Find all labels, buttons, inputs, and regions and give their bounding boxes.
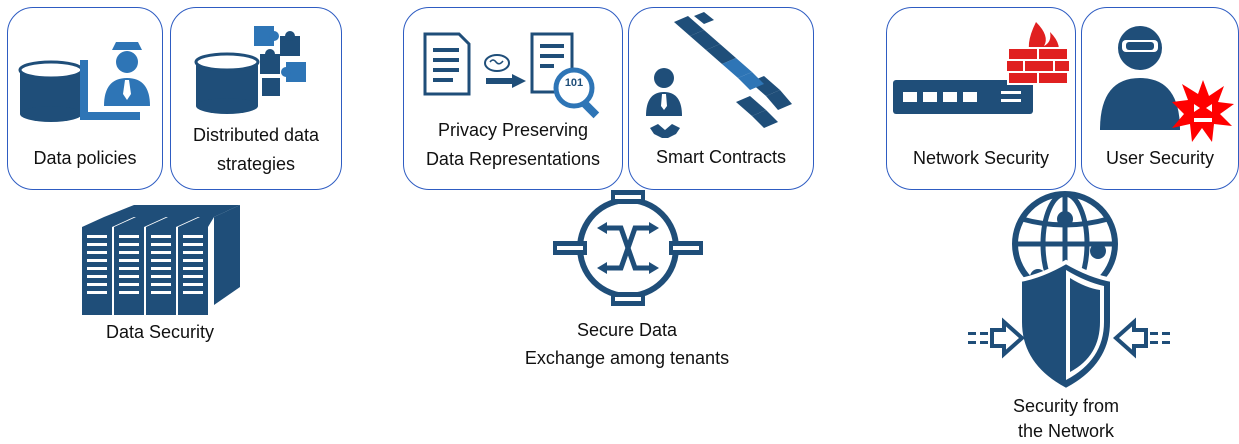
firewall-icon — [1005, 18, 1072, 88]
database-icon — [18, 60, 84, 122]
magnifier-badge: 101 — [564, 77, 584, 89]
hacker-icon — [1098, 22, 1188, 132]
network-exchange-icon — [553, 188, 703, 308]
shield-icon — [1018, 259, 1114, 393]
alert-burst-icon — [1172, 80, 1234, 142]
database-icon — [194, 52, 260, 114]
arrow-right-icon — [486, 74, 526, 88]
group-label-data-security: Data Security — [105, 322, 215, 342]
brain-icon — [484, 54, 510, 72]
switch-icon — [893, 80, 1033, 114]
card-label-distributed-line1: Distributed data — [192, 125, 320, 145]
blockchain-icon — [664, 12, 794, 132]
document-icon — [423, 32, 471, 96]
card-label-privacy-line1: Privacy Preserving — [437, 120, 589, 140]
person-icon — [644, 66, 684, 118]
puzzle-icon — [240, 22, 316, 98]
magnifier-icon — [528, 32, 602, 119]
arrow-in-icon — [1112, 317, 1170, 359]
card-label-privacy-line2: Data Representations — [425, 149, 601, 169]
handshake-icon — [650, 122, 680, 140]
group-label-exchange-line2: Exchange among tenants — [524, 348, 730, 368]
server-rack-icon — [78, 205, 240, 315]
card-label-network-security: Network Security — [912, 148, 1050, 168]
card-label-user-security: User Security — [1105, 148, 1215, 168]
group-label-network-line2: the Network — [1017, 421, 1115, 441]
group-label-exchange-line1: Secure Data — [576, 320, 678, 340]
arrow-in-icon — [968, 317, 1026, 359]
group-label-network-line1: Security from — [1012, 396, 1120, 416]
card-label-distributed-line2: strategies — [216, 154, 296, 174]
card-label-data-policies: Data policies — [33, 148, 137, 168]
card-label-smart-contracts: Smart Contracts — [655, 147, 787, 167]
officer-icon — [78, 42, 158, 132]
